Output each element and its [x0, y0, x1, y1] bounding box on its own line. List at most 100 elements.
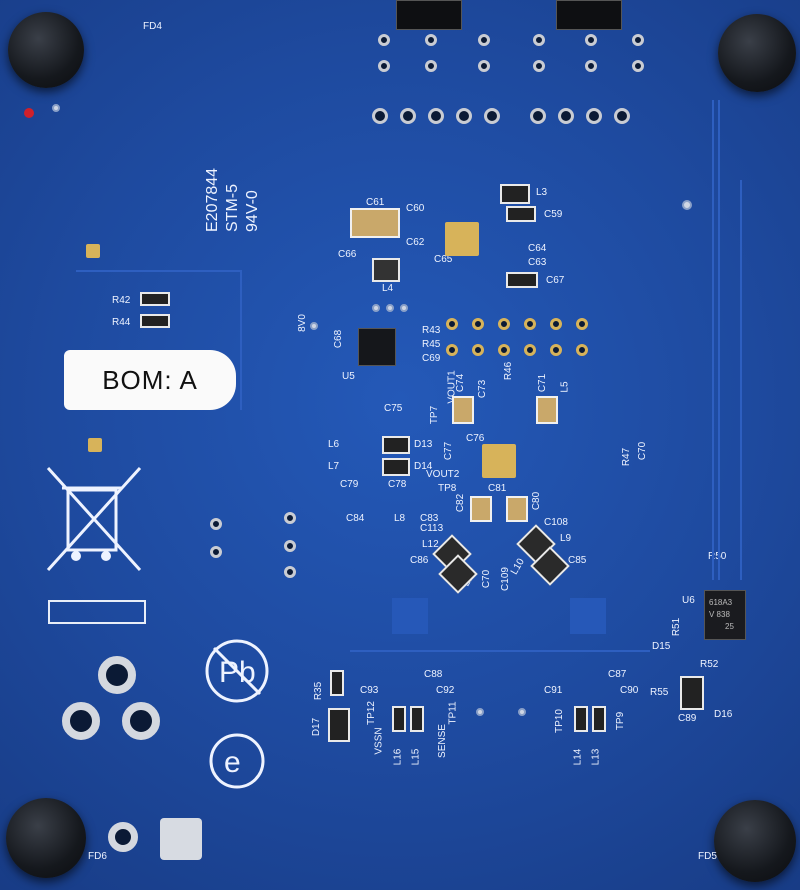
- fiducial-label-fd5: FD5: [698, 851, 717, 862]
- net-vssn: VSSN: [373, 727, 385, 755]
- label-r46: R46: [503, 361, 515, 381]
- pad-outline-left: [392, 598, 428, 634]
- label-c76: C76: [466, 433, 485, 444]
- label-c83: C83: [420, 513, 439, 524]
- u6-marking: V 838: [709, 610, 730, 619]
- u6-marking: 618A3: [709, 598, 733, 607]
- label-c90: C90: [620, 685, 639, 696]
- diode-d14: [382, 458, 410, 476]
- label-c63: C63: [528, 257, 547, 268]
- hole: [558, 108, 574, 124]
- label-r45: R45: [422, 339, 441, 350]
- hole: [378, 60, 390, 72]
- net-sense: SENSE: [436, 724, 448, 758]
- cert-line: 94V-0: [244, 190, 261, 232]
- hole: [478, 34, 490, 46]
- label-c75: C75: [384, 403, 403, 414]
- thermal-pad: [445, 222, 479, 256]
- label-r50: R50: [708, 552, 726, 562]
- label-c67: C67: [546, 275, 565, 286]
- label-l16: L16: [392, 748, 404, 766]
- weee-recycling-icon: [46, 466, 142, 572]
- header-pin: [472, 344, 484, 356]
- label-l3: L3: [536, 187, 548, 198]
- pad-outline-right: [570, 598, 606, 634]
- inductor-l4: [372, 258, 400, 282]
- label-c68: C68: [333, 329, 345, 349]
- label-c86: C86: [410, 555, 429, 566]
- label-c69: C69: [422, 353, 441, 364]
- label-c91: C91: [544, 685, 563, 696]
- label-c85: C85: [568, 555, 587, 566]
- capacitor-c81a: [470, 496, 492, 522]
- square-pad: [160, 818, 202, 860]
- header-pin: [498, 318, 510, 330]
- capacitor-c61: [350, 208, 400, 238]
- label-l10: L10: [508, 556, 527, 577]
- diode-d17: [328, 708, 350, 742]
- pad: [88, 438, 102, 452]
- capacitor-c59: [506, 206, 536, 222]
- label-l13: L13: [590, 748, 602, 766]
- weee-bar: [48, 600, 146, 624]
- trace: [350, 650, 650, 652]
- hole: [585, 60, 597, 72]
- label-c64: C64: [528, 243, 547, 254]
- label-c88: C88: [424, 669, 443, 680]
- ic-u5: [358, 328, 396, 366]
- rubber-foot-bottom-right: [714, 800, 796, 882]
- header-pin: [524, 318, 536, 330]
- connector-right: [556, 0, 622, 30]
- via: [210, 518, 222, 530]
- label-c109: C70: [481, 569, 493, 589]
- label-c79: C79: [340, 479, 359, 490]
- testpoint: [400, 304, 408, 312]
- label-c82: C82: [455, 493, 467, 513]
- label-r43: R43: [422, 325, 441, 336]
- label-l8: L8: [394, 513, 406, 524]
- label-l7: L7: [328, 461, 340, 472]
- diode-d13: [382, 436, 410, 454]
- ic-u7: [680, 676, 704, 710]
- header-pin: [446, 344, 458, 356]
- testpoint: [518, 708, 526, 716]
- resistor-r42: [140, 292, 170, 306]
- label-c71: C71: [537, 373, 549, 393]
- testpoint: [310, 322, 318, 330]
- via: [284, 512, 296, 524]
- header-pin: [524, 344, 536, 356]
- inductor-l16: [392, 706, 406, 732]
- hole: [378, 34, 390, 46]
- connector-left: [396, 0, 462, 30]
- label-l6: L6: [328, 439, 340, 450]
- capacitor-c81b: [506, 496, 528, 522]
- cert-line: E207844: [204, 167, 221, 232]
- label-c87: C87: [608, 669, 627, 680]
- label-c80: C80: [531, 491, 543, 511]
- testpoint: [52, 104, 60, 112]
- header-pin: [550, 344, 562, 356]
- rubber-foot-bottom-left: [6, 798, 86, 878]
- hole: [372, 108, 388, 124]
- rubber-foot-top-left: [8, 12, 84, 88]
- label-c92: C92: [436, 685, 455, 696]
- label-c84: C84: [346, 513, 365, 524]
- label-r47: R47: [621, 447, 633, 467]
- label-c66: C66: [338, 249, 357, 260]
- hole: [425, 34, 437, 46]
- plated-hole: [108, 822, 138, 852]
- label-c65: C65: [434, 254, 453, 265]
- inductor-l14: [574, 706, 588, 732]
- label-d16: D16: [714, 709, 733, 720]
- hole: [533, 34, 545, 46]
- label-c62: C62: [406, 237, 425, 248]
- trace: [718, 100, 720, 580]
- header-pin: [576, 318, 588, 330]
- trace: [76, 270, 242, 272]
- testpoint: [372, 304, 380, 312]
- bom-label: BOM: A: [64, 350, 236, 410]
- label-r52: R52: [700, 659, 719, 670]
- label-c81: C81: [488, 483, 507, 494]
- inductor-l3: [500, 184, 530, 204]
- label-c89: C89: [678, 713, 697, 724]
